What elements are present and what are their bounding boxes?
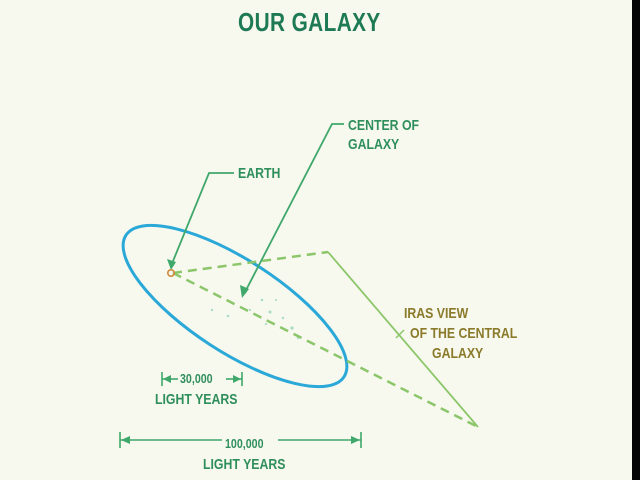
center-leader-line (243, 123, 344, 295)
scale-large-unit: LIGHT YEARS (203, 456, 286, 473)
iras-view-label-line2: OF THE CENTRAL (410, 325, 518, 342)
earth-arrowhead (167, 259, 176, 270)
iras-view-label: IRAS VIEW (404, 305, 469, 322)
galaxy-center-specks (210, 290, 300, 340)
center-of-galaxy-label: CENTER OF (348, 117, 420, 134)
earth-leader-line (170, 172, 234, 267)
galaxy-disk-ellipse (121, 223, 349, 389)
scale-bar-30000 (161, 372, 243, 386)
center-arrowhead (240, 285, 249, 298)
scale-small-unit: LIGHT YEARS (155, 391, 238, 408)
scale-large-value: 100,000 (225, 436, 264, 451)
earth-label: EARTH (238, 165, 281, 182)
iras-view-label-line3: GALAXY (432, 345, 484, 362)
page-title: OUR GALAXY (238, 7, 381, 37)
center-of-galaxy-label-line2: GALAXY (348, 136, 400, 153)
iras-view-cone (172, 250, 479, 429)
scale-small-value: 30,000 (180, 371, 213, 386)
iras-leader-line (395, 329, 405, 339)
slide-edge (632, 0, 640, 480)
scale-bar-100000 (119, 432, 362, 448)
iras-view-cone-edge (327, 251, 479, 428)
